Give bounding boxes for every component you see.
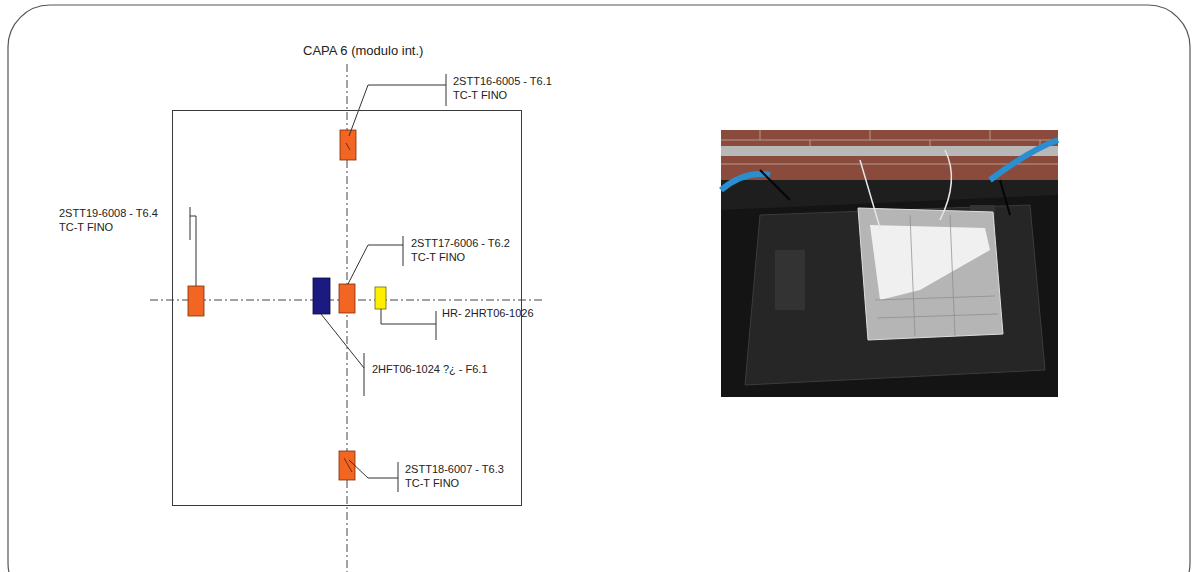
sensor-label: TC-T FINO (404, 476, 460, 490)
thermocouple-mark (344, 458, 352, 472)
sensor-label: 2HFT06-1024 ?¿ - F6.1 (371, 362, 489, 376)
sensor-label: TC-T FINO (410, 250, 466, 264)
thermocouple-mark (346, 143, 350, 150)
slide-frame (8, 5, 1190, 572)
sensor-label: HR- 2HRT06-1026 (441, 306, 535, 320)
sensor-label: 2STT18-6007 - T6.3 (404, 462, 505, 476)
leader-tick (364, 353, 365, 396)
plate-grid (875, 215, 998, 336)
leader-line (190, 216, 196, 286)
pipe (721, 146, 1058, 156)
cable (860, 150, 951, 228)
brick-mortar (721, 130, 1058, 164)
blue-hose (990, 140, 1058, 180)
leader-lines (190, 74, 446, 492)
leader-line (381, 309, 436, 324)
leader-line (348, 245, 403, 284)
blue-hose (721, 174, 770, 190)
heat-flux-sensor (313, 278, 330, 314)
machine-body (721, 195, 1058, 397)
humidity-sensor (375, 287, 386, 309)
brick-wall (721, 130, 1058, 180)
leader-tick (446, 74, 447, 106)
leader-tick (403, 236, 404, 266)
leader-line (321, 314, 364, 368)
leader-tick (436, 311, 437, 340)
sensor-label: 2STT16-6005 - T6.1 (452, 74, 553, 88)
leader-tick (398, 462, 399, 492)
thermocouple-symbol (339, 284, 355, 313)
thermocouple-symbol (188, 286, 204, 316)
sensor-label: TC-T FINO (58, 220, 114, 234)
photo-ground (721, 130, 1058, 397)
sensor-label: 2STT17-6006 - T6.2 (410, 236, 511, 250)
clamp (775, 250, 805, 310)
cable (760, 170, 1010, 215)
thermocouple-symbol (340, 130, 356, 160)
paste (870, 225, 990, 300)
photo (721, 130, 1058, 397)
leader-line (349, 460, 398, 478)
thermocouple-symbol (339, 451, 355, 480)
machine-bed (745, 205, 1045, 385)
leader-tick (190, 207, 191, 240)
layer-heading: CAPA 6 (modulo int.) (303, 43, 423, 58)
sensor-label: TC-T FINO (452, 88, 508, 102)
sensor-group (188, 130, 386, 480)
sensor-label: 2STT19-6008 - T6.4 (58, 206, 159, 220)
